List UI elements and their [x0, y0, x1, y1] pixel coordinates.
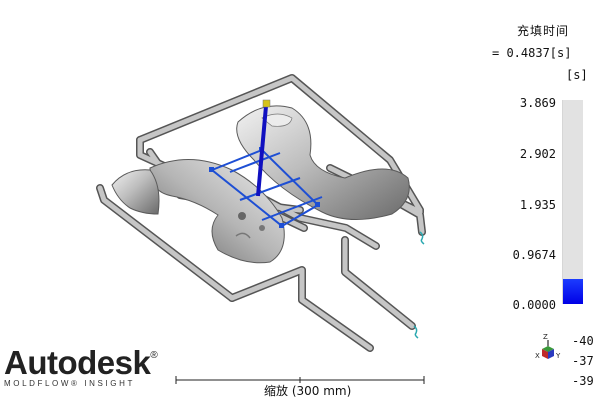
- zoom-scale-bar: [175, 376, 425, 384]
- sprue: [256, 99, 271, 197]
- gate-markers: [413, 231, 425, 339]
- triad-axis-z: Z: [543, 333, 548, 341]
- molded-part-end-cap: [111, 169, 160, 215]
- scale-label-min: 0.0000: [512, 298, 556, 312]
- triad-readout-1: -40: [572, 334, 594, 348]
- brand-name: Autodesk: [4, 344, 151, 381]
- result-title: 充填时间: [516, 24, 569, 38]
- brand-registered-mark: ®: [150, 350, 158, 361]
- triad-axis-y: Y: [555, 352, 561, 360]
- result-value: = 0.4837[s]: [492, 46, 572, 60]
- scale-label-upper: 2.902: [519, 147, 556, 161]
- color-scale-fill: [563, 278, 583, 304]
- triad-readout-3: -39: [572, 374, 594, 388]
- triad-axis-x: X: [535, 352, 540, 360]
- scale-unit: [s]: [566, 68, 588, 82]
- triad-readout-2: -37: [572, 354, 594, 368]
- scale-label-mid: 1.935: [519, 198, 556, 212]
- scale-label-lower: 0.9674: [512, 248, 556, 262]
- molded-part-left: [149, 159, 285, 264]
- injection-point-marker: [262, 99, 271, 108]
- scale-label-max: 3.869: [519, 96, 556, 110]
- molded-part-right: [236, 105, 410, 221]
- brand-subtitle: MOLDFLOW® INSIGHT: [4, 379, 135, 388]
- autodesk-logo: Autodesk®: [4, 344, 158, 382]
- molded-parts: [111, 105, 410, 264]
- color-scale-bar: [562, 100, 583, 304]
- zoom-label: 缩放 (300 mm): [264, 384, 352, 398]
- orientation-triad: Z X Y: [535, 333, 561, 360]
